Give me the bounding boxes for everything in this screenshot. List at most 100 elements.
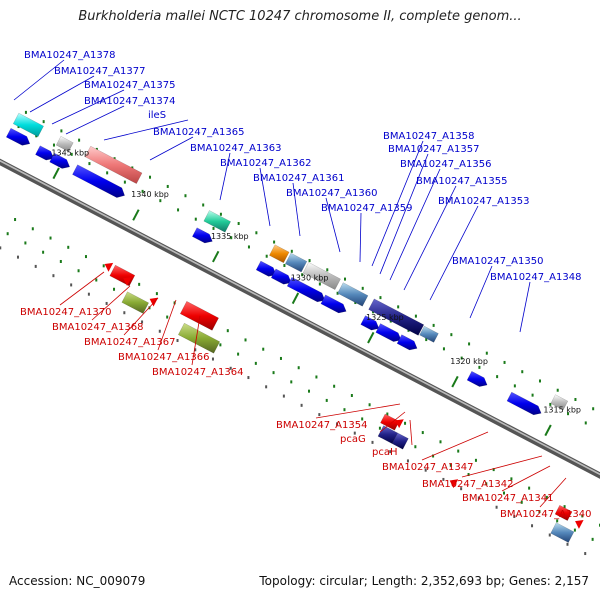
track-dot xyxy=(520,500,523,504)
track-dot xyxy=(549,402,552,406)
forward-gene-label: BMA10247_A1361 xyxy=(253,173,344,184)
track-dot xyxy=(573,528,576,532)
track-dot xyxy=(70,283,73,287)
genome-backbone xyxy=(0,158,600,479)
reverse-gene-label: BMA10247_A1341 xyxy=(462,493,553,504)
track-dot xyxy=(439,440,442,444)
track-dot xyxy=(78,138,81,142)
forward-gene-label: BMA10247_A1357 xyxy=(388,144,479,155)
gene-reverse xyxy=(121,291,150,314)
track-dot xyxy=(308,389,311,393)
track-dot xyxy=(24,241,27,245)
track-dot xyxy=(315,375,318,379)
reverse-gene-label-leader xyxy=(379,411,406,433)
track-dot xyxy=(237,222,240,226)
track-dot xyxy=(326,268,329,272)
map-title: Burkholderia mallei NCTC 10247 chromosom… xyxy=(78,9,522,24)
forward-gene-label: BMA10247_A1363 xyxy=(190,143,281,154)
track-dot xyxy=(545,495,548,499)
gene-forward xyxy=(360,315,380,331)
track-dot xyxy=(194,217,197,221)
track-dot xyxy=(202,203,205,207)
track-dot xyxy=(177,208,180,212)
tick-mark xyxy=(291,292,300,305)
track-dot xyxy=(52,274,55,278)
track-dot xyxy=(538,510,541,514)
gene-forward xyxy=(550,394,569,411)
gene-forward xyxy=(337,282,369,307)
reverse-gene-label-leader xyxy=(315,403,401,419)
track-dot xyxy=(344,277,347,281)
track-dot xyxy=(460,356,463,360)
track-dot xyxy=(102,264,105,268)
track-dot xyxy=(318,413,321,417)
gene-forward xyxy=(396,334,418,351)
track-dot xyxy=(279,356,282,360)
reverse-gene-label: pcaG xyxy=(340,434,366,445)
track-dot xyxy=(123,180,126,184)
summary-text: Topology: circular; Length: 2,352,693 bp… xyxy=(259,574,589,588)
track-dot xyxy=(254,361,257,365)
gene-forward xyxy=(419,325,439,343)
track-dot xyxy=(485,351,488,355)
track-dot xyxy=(297,366,300,370)
track-dot xyxy=(432,454,435,458)
reverse-gene-label-leader xyxy=(191,315,201,366)
track-dot xyxy=(325,398,328,402)
gene-forward xyxy=(84,145,143,185)
track-dot xyxy=(404,421,407,425)
track-dot xyxy=(378,426,381,430)
track-dot xyxy=(457,449,460,453)
forward-gene-label: BMA10247_A1378 xyxy=(24,50,115,61)
track-dot xyxy=(556,388,559,392)
forward-gene-label-leader xyxy=(403,185,457,291)
tick-mark xyxy=(52,167,60,180)
forward-gene-label-leader xyxy=(469,265,493,319)
track-dot xyxy=(247,245,250,249)
track-dot xyxy=(219,343,222,347)
track-dot xyxy=(343,408,346,412)
track-dot xyxy=(521,370,524,374)
tick-label: 1345 kbp xyxy=(51,149,89,158)
gene-forward xyxy=(302,261,341,290)
track-dot xyxy=(95,278,98,282)
backbone-highlight xyxy=(0,159,600,476)
track-dot xyxy=(333,384,336,388)
track-dot xyxy=(141,320,144,324)
track-dot xyxy=(591,537,594,541)
backbone-line xyxy=(0,158,600,479)
gene-reverse-small xyxy=(575,519,584,529)
track-dot xyxy=(265,385,268,389)
forward-gene-label-leader xyxy=(259,167,271,227)
gene-forward xyxy=(269,244,290,264)
gene-forward xyxy=(320,294,347,314)
gene-forward xyxy=(203,210,231,233)
track-dot xyxy=(230,236,233,240)
reverse-gene-label: BMA10247_A1364 xyxy=(152,367,243,378)
track-dot xyxy=(300,403,303,407)
forward-gene-label: BMA10247_A1375 xyxy=(84,80,175,91)
reverse-gene-label: BMA10247_A1367 xyxy=(84,337,175,348)
track-dot xyxy=(336,422,339,426)
track-dot xyxy=(414,314,417,318)
track-dot xyxy=(87,292,90,296)
track-dot xyxy=(407,328,410,332)
track-dot xyxy=(262,347,265,351)
gene-reverse xyxy=(179,300,219,331)
track-dot xyxy=(567,412,570,416)
track-dot xyxy=(389,450,392,454)
gene-labels: BMA10247_A1378BMA10247_A1377BMA10247_A13… xyxy=(20,50,591,520)
forward-gene-label: BMA10247_A1355 xyxy=(416,176,507,187)
gene-forward xyxy=(49,152,71,169)
gene-reverse-small xyxy=(123,277,132,286)
gene-forward xyxy=(192,227,213,244)
track-dot xyxy=(105,301,108,305)
track-dot xyxy=(158,329,161,333)
track-dot xyxy=(123,311,126,315)
track-dot xyxy=(350,394,353,398)
track-dot xyxy=(166,184,169,188)
track-dot xyxy=(414,445,417,449)
track-dot xyxy=(502,491,505,495)
track-dot xyxy=(34,264,37,268)
track-dot xyxy=(442,347,445,351)
